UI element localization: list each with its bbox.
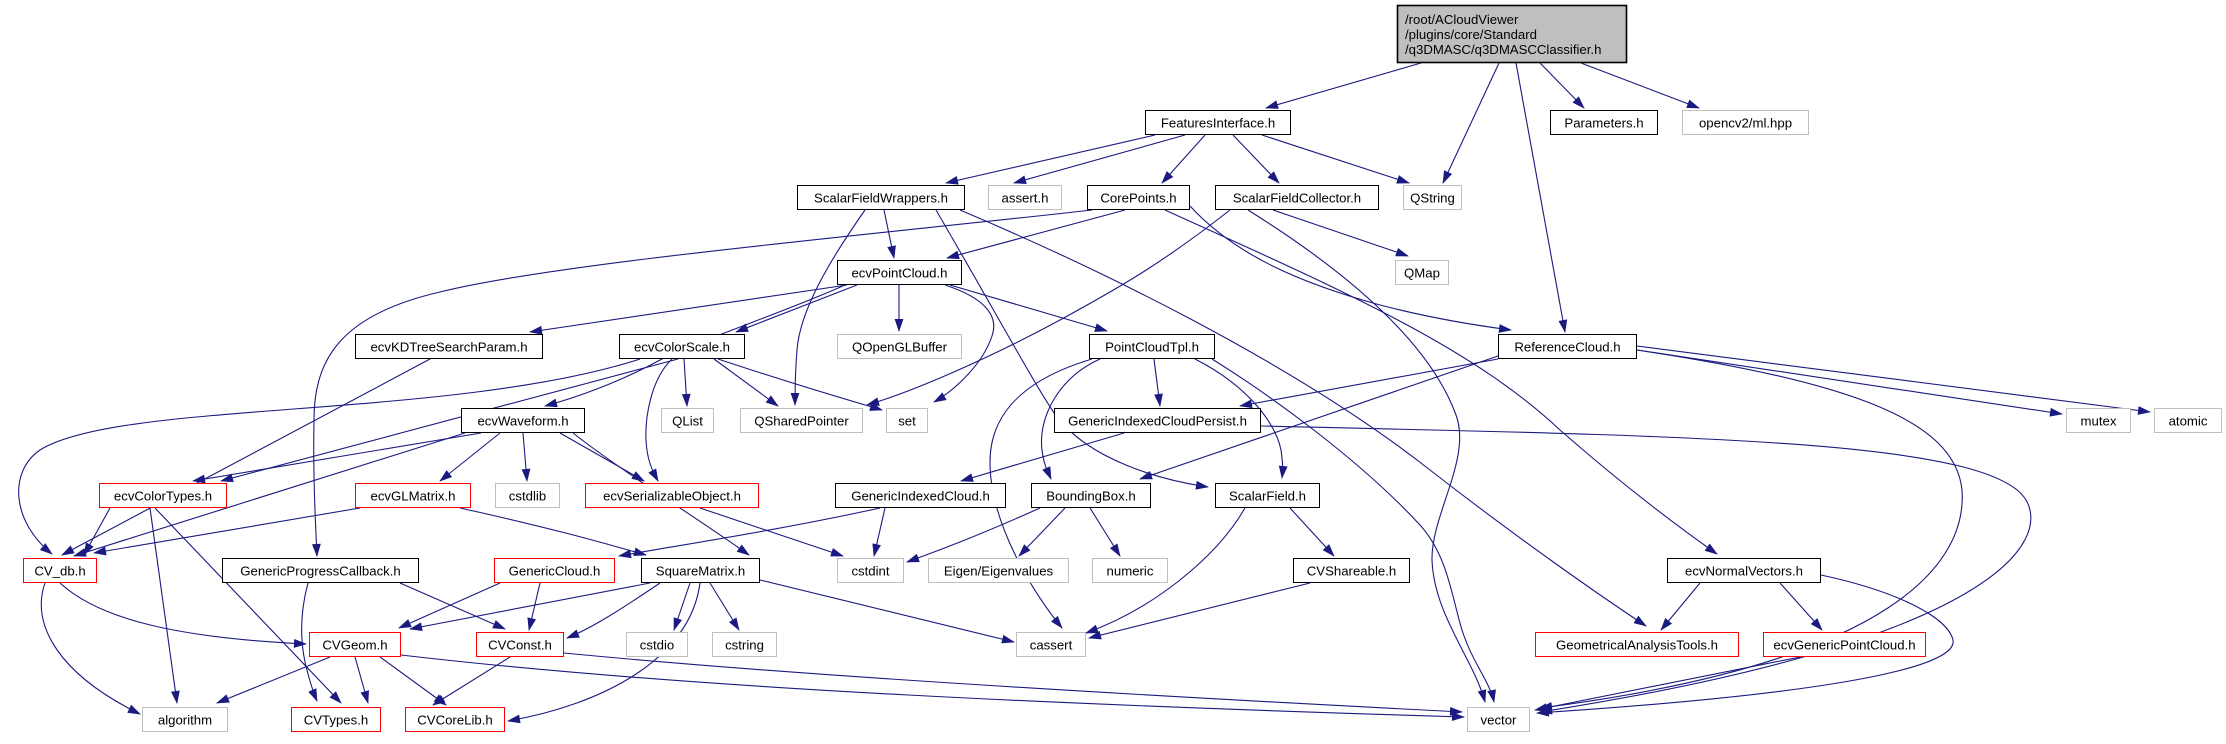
svg-text:ecvSerializableObject.h: ecvSerializableObject.h — [603, 489, 741, 504]
svg-text:ScalarField.h: ScalarField.h — [1229, 489, 1306, 504]
svg-text:ecvKDTreeSearchParam.h: ecvKDTreeSearchParam.h — [370, 340, 527, 355]
svg-text:Eigen/Eigenvalues: Eigen/Eigenvalues — [944, 564, 1054, 579]
svg-text:QString: QString — [1410, 191, 1455, 206]
svg-text:SquareMatrix.h: SquareMatrix.h — [656, 564, 745, 579]
svg-text:/q3DMASC/q3DMASCClassifier.h: /q3DMASC/q3DMASCClassifier.h — [1405, 42, 1601, 57]
svg-text:CV_db.h: CV_db.h — [34, 564, 85, 579]
svg-text:Parameters.h: Parameters.h — [1564, 116, 1643, 131]
svg-text:QSharedPointer: QSharedPointer — [754, 414, 849, 429]
svg-text:ecvPointCloud.h: ecvPointCloud.h — [851, 266, 947, 281]
svg-text:cstdio: cstdio — [640, 638, 674, 653]
svg-text:CorePoints.h: CorePoints.h — [1100, 191, 1176, 206]
svg-text:assert.h: assert.h — [1002, 191, 1049, 206]
svg-text:/root/ACloudViewer: /root/ACloudViewer — [1405, 12, 1519, 27]
svg-text:set: set — [898, 414, 916, 429]
svg-text:CVGeom.h: CVGeom.h — [322, 638, 387, 653]
svg-text:mutex: mutex — [2081, 414, 2117, 429]
svg-text:QOpenGLBuffer: QOpenGLBuffer — [852, 340, 948, 355]
svg-text:vector: vector — [1481, 713, 1518, 728]
svg-text:CVConst.h: CVConst.h — [488, 638, 552, 653]
svg-text:QMap: QMap — [1404, 266, 1440, 281]
svg-text:atomic: atomic — [2169, 414, 2208, 429]
svg-text:ecvGLMatrix.h: ecvGLMatrix.h — [370, 489, 455, 504]
svg-text:/plugins/core/Standard: /plugins/core/Standard — [1405, 27, 1537, 42]
svg-text:PointCloudTpl.h: PointCloudTpl.h — [1105, 340, 1199, 355]
svg-text:GenericIndexedCloud.h: GenericIndexedCloud.h — [851, 489, 990, 504]
svg-text:cstring: cstring — [725, 638, 764, 653]
svg-text:ecvGenericPointCloud.h: ecvGenericPointCloud.h — [1773, 638, 1915, 653]
svg-text:ecvColorTypes.h: ecvColorTypes.h — [114, 489, 212, 504]
svg-text:CVCoreLib.h: CVCoreLib.h — [417, 713, 493, 728]
svg-text:CVTypes.h: CVTypes.h — [304, 713, 369, 728]
svg-text:algorithm: algorithm — [158, 713, 212, 728]
svg-text:FeaturesInterface.h: FeaturesInterface.h — [1161, 116, 1275, 131]
svg-text:GenericCloud.h: GenericCloud.h — [509, 564, 601, 579]
svg-text:CVShareable.h: CVShareable.h — [1307, 564, 1396, 579]
svg-text:QList: QList — [672, 414, 703, 429]
svg-text:ecvWaveform.h: ecvWaveform.h — [477, 414, 568, 429]
svg-text:numeric: numeric — [1107, 564, 1154, 579]
svg-text:ScalarFieldCollector.h: ScalarFieldCollector.h — [1233, 191, 1361, 206]
svg-text:GenericProgressCallback.h: GenericProgressCallback.h — [240, 564, 401, 579]
svg-text:cassert: cassert — [1030, 638, 1073, 653]
svg-text:ecvColorScale.h: ecvColorScale.h — [634, 340, 730, 355]
svg-text:ScalarFieldWrappers.h: ScalarFieldWrappers.h — [814, 191, 948, 206]
svg-text:opencv2/ml.hpp: opencv2/ml.hpp — [1699, 116, 1792, 131]
svg-text:ReferenceCloud.h: ReferenceCloud.h — [1514, 340, 1620, 355]
svg-text:ecvNormalVectors.h: ecvNormalVectors.h — [1685, 564, 1803, 579]
svg-text:BoundingBox.h: BoundingBox.h — [1046, 489, 1135, 504]
svg-text:GenericIndexedCloudPersist.h: GenericIndexedCloudPersist.h — [1068, 414, 1247, 429]
svg-text:cstdint: cstdint — [851, 564, 889, 579]
svg-text:cstdlib: cstdlib — [509, 489, 546, 504]
svg-text:GeometricalAnalysisTools.h: GeometricalAnalysisTools.h — [1556, 638, 1718, 653]
